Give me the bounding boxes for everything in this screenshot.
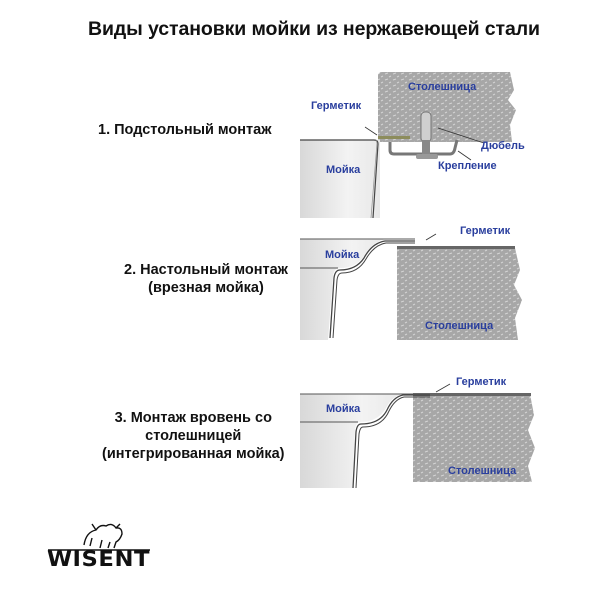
sink-2	[300, 239, 386, 340]
countertop-2	[397, 248, 522, 340]
step-1-title: 1. Подстольный монтаж	[98, 122, 272, 138]
label-fastener: Крепление	[438, 160, 497, 172]
label-sink-2: Мойка	[325, 249, 360, 261]
label-sealant-2: Герметик	[460, 225, 511, 237]
step-2-title: 2. Настольный монтаж (врезная мойка)	[124, 262, 288, 296]
diagram-flushmount	[300, 383, 535, 489]
label-sealant-1: Герметик	[311, 100, 362, 112]
sink-1	[300, 140, 380, 218]
countertop-3	[413, 394, 535, 482]
label-countertop-3: Столешница	[448, 465, 517, 477]
dowel	[420, 111, 432, 143]
bison-icon	[48, 523, 150, 551]
label-dowel: Дюбель	[481, 140, 525, 152]
diagram-undermount	[300, 72, 516, 219]
page-title: Виды установки мойки из нержавеющей стал…	[88, 18, 540, 40]
brand-logo-text: WISENT	[47, 547, 150, 571]
label-countertop-2: Столешница	[425, 320, 494, 332]
label-sealant-3: Герметик	[456, 376, 507, 388]
countertop-1	[378, 72, 516, 142]
label-sink-1: Мойка	[326, 164, 361, 176]
label-sink-3: Мойка	[326, 403, 361, 415]
label-countertop-1: Столешница	[408, 81, 477, 93]
diagram-topmount	[300, 233, 522, 340]
sink-3	[300, 394, 403, 488]
step-3-title: 3. Монтаж вровень со столешницей (интегр…	[102, 410, 285, 462]
